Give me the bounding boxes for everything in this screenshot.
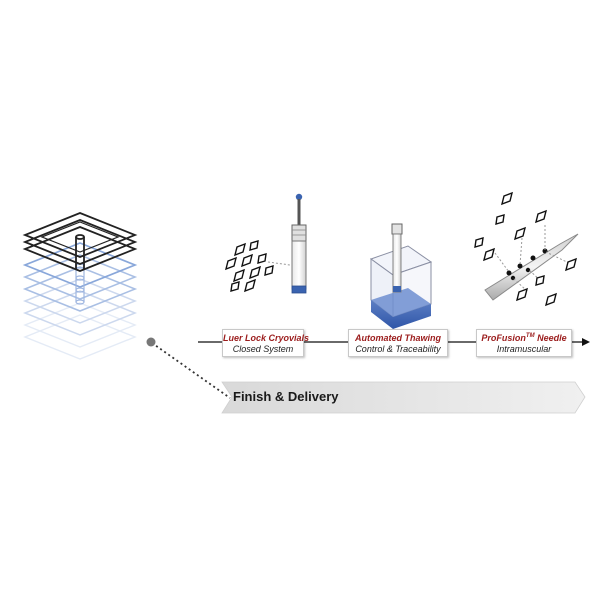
step-title-needle: ProFusionTM Needle: [477, 333, 571, 344]
trademark-superscript: TM: [525, 333, 535, 339]
step-box-thawing: Automated Thawing Control & Traceability: [348, 329, 448, 357]
layer-stack-icon: [22, 212, 138, 360]
finish-delivery-banner: [221, 381, 586, 414]
needle-icon: [474, 191, 579, 307]
step-subtitle-cryovials: Closed System: [232, 344, 294, 354]
thawing-device-icon: [369, 223, 433, 329]
banner-label: Finish & Delivery: [233, 389, 339, 404]
step-subtitle-thawing: Control & Traceability: [355, 344, 441, 354]
step-box-needle: ProFusionTM Needle Intramuscular: [476, 329, 572, 357]
step-title-thawing: Automated Thawing: [355, 333, 441, 343]
step-subtitle-needle: Intramuscular: [496, 344, 552, 354]
step-title-cryovials: Luer Lock Cryovials: [223, 333, 310, 343]
step-box-cryovials: Luer Lock Cryovials Closed System: [222, 329, 310, 357]
dotted-connector: [146, 337, 231, 399]
step-title-needle-main: ProFusion: [481, 333, 526, 343]
cryovial-icon: [224, 193, 307, 294]
step-title-needle-end: Needle: [534, 333, 567, 343]
